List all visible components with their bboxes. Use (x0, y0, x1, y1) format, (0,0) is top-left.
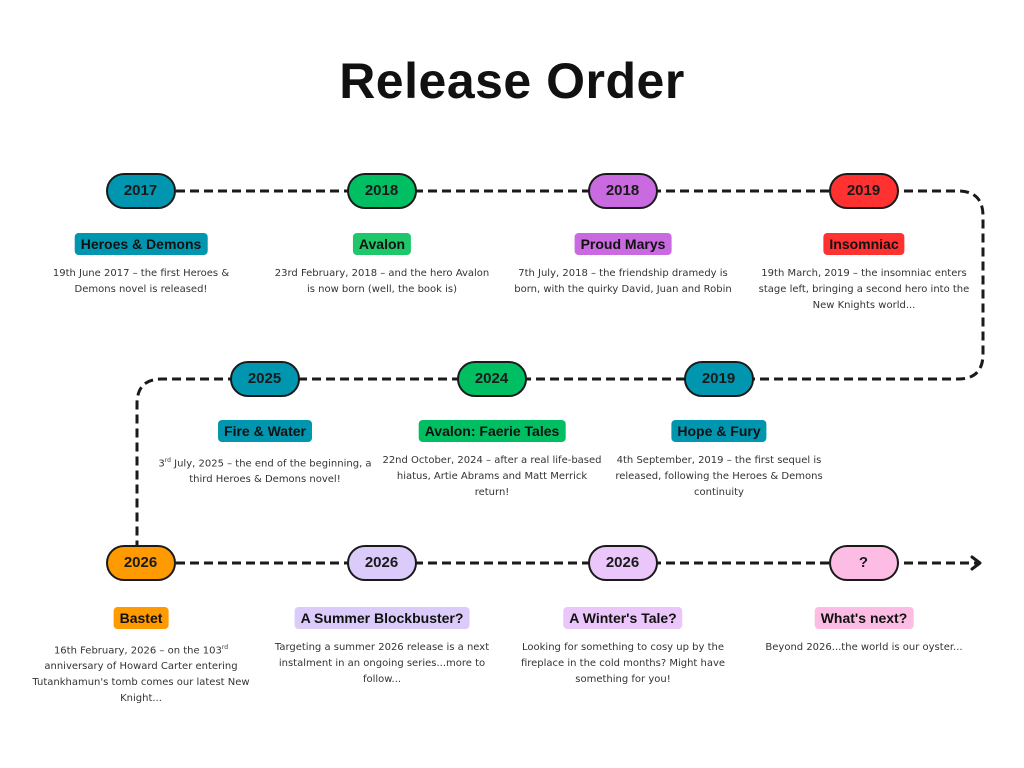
description-text: Targeting a summer 2026 release is a nex… (274, 642, 490, 685)
year-pill: 2025 (229, 360, 300, 397)
event-description: Beyond 2026...the world is our oyster... (754, 640, 974, 656)
year-pill: 2026 (587, 544, 658, 581)
page-title: Release Order (339, 53, 685, 109)
event-description: 16th February, 2026 – on the 103rd anniv… (31, 640, 251, 707)
book-title-label: Heroes & Demons (74, 233, 208, 255)
book-title-label: Avalon (352, 233, 412, 255)
book-title-label: Proud Marys (574, 233, 672, 255)
year-pill: 2017 (105, 172, 176, 209)
description-text: 23rd February, 2018 – and the hero Avalo… (274, 268, 490, 295)
description-prefix: 16th February, 2026 – on the 103 (53, 645, 222, 657)
year-pill: 2024 (456, 360, 527, 397)
event-description: 23rd February, 2018 – and the hero Avalo… (272, 266, 492, 298)
year-pill: 2019 (828, 172, 899, 209)
book-title-label: A Winter's Tale? (563, 607, 683, 629)
description-prefix: 3 (158, 458, 165, 470)
description-text: 7th July, 2018 – the friendship dramedy … (514, 268, 732, 295)
event-description: 3rd July, 2025 – the end of the beginnin… (155, 453, 375, 488)
year-pill: 2019 (683, 360, 754, 397)
book-title-label: Insomniac (823, 233, 905, 255)
event-description: 19th March, 2019 – the insomniac enters … (754, 266, 974, 314)
description-text: 19th June 2017 – the first Heroes & Demo… (52, 268, 230, 295)
year-pill: 2026 (346, 544, 417, 581)
year-pill: 2018 (587, 172, 658, 209)
description-text: July, 2025 – the end of the beginning, a… (170, 458, 372, 486)
event-description: 7th July, 2018 – the friendship dramedy … (513, 266, 733, 298)
arrow-head-icon (970, 555, 982, 571)
description-text: Looking for something to cosy up by the … (520, 642, 726, 685)
book-title-label: Hope & Fury (671, 420, 767, 442)
ordinal-suffix: rd (221, 644, 229, 651)
book-title-label: A Summer Blockbuster? (294, 607, 470, 629)
year-pill: 2026 (105, 544, 176, 581)
ordinal-suffix: rd (164, 457, 171, 464)
event-description: 4th September, 2019 – the first sequel i… (609, 453, 829, 501)
event-description: Targeting a summer 2026 release is a nex… (272, 640, 492, 688)
timeline-dashed-line (135, 189, 985, 565)
book-title-label: Bastet (113, 607, 169, 629)
description-text: 4th September, 2019 – the first sequel i… (615, 455, 823, 498)
book-title-label: What's next? (814, 607, 914, 629)
book-title-label: Fire & Water (218, 420, 312, 442)
description-text: anniversary of Howard Carter entering Tu… (32, 661, 250, 705)
year-pill: 2018 (346, 172, 417, 209)
event-description: 22nd October, 2024 – after a real life-b… (382, 453, 602, 501)
description-text: 19th March, 2019 – the insomniac enters … (758, 268, 970, 311)
year-pill: ? (828, 544, 899, 581)
description-text: Beyond 2026...the world is our oyster... (765, 642, 963, 653)
event-description: 19th June 2017 – the first Heroes & Demo… (31, 266, 251, 298)
description-text: 22nd October, 2024 – after a real life-b… (382, 455, 602, 498)
book-title-label: Avalon: Faerie Tales (418, 420, 566, 442)
event-description: Looking for something to cosy up by the … (513, 640, 733, 688)
